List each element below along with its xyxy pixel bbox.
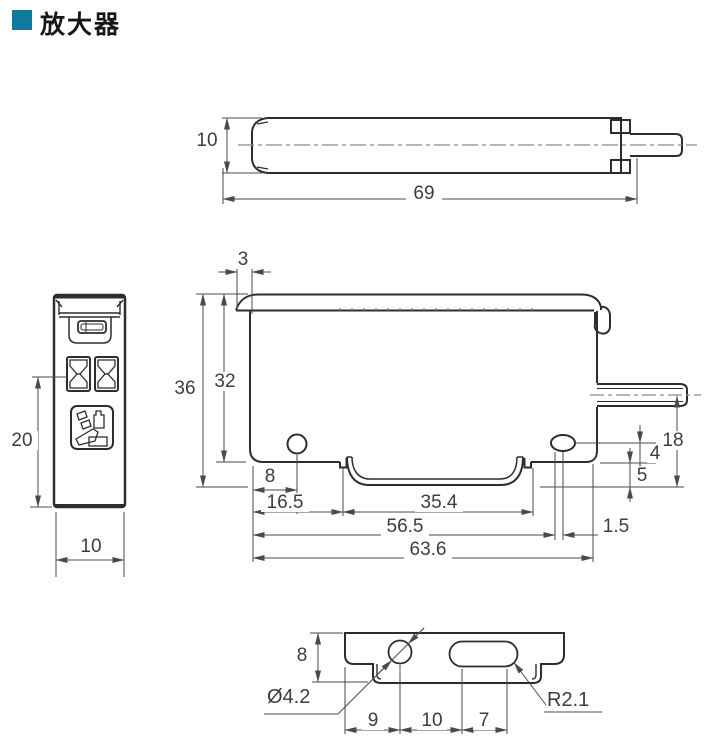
dim-bottom-hole-to-slot: 10 — [417, 711, 447, 730]
dim-side-span: 20 — [6, 431, 38, 450]
dim-bottom-hole-diameter: Ø4.2 — [266, 686, 312, 708]
bottom-view-outline — [344, 632, 565, 684]
dim-front-rail-start: 16.5 — [261, 493, 309, 512]
dim-front-overall-length: 63.6 — [404, 540, 452, 559]
dim-front-hole-offset: 8 — [260, 467, 280, 486]
side-view-outline — [52, 293, 127, 509]
page-title: 放大器 — [40, 11, 122, 39]
dim-side-width: 10 — [75, 537, 107, 556]
section-bullet-icon — [12, 10, 32, 30]
dim-front-slot-to-bottom: 4 — [647, 444, 663, 463]
dim-front-overall-height: 36 — [169, 379, 201, 398]
section-header: 放大器 — [0, 0, 706, 40]
dim-top-length: 69 — [406, 184, 442, 203]
side-view-buttons — [66, 356, 119, 392]
dim-bottom-edge-to-hole: 9 — [362, 711, 384, 730]
bottom-view-dimensions — [264, 627, 602, 734]
front-view-outline — [235, 293, 688, 486]
dim-front-lid-overhang: 3 — [233, 250, 253, 269]
dim-top-height: 10 — [191, 131, 223, 150]
side-view-dimensions — [30, 376, 125, 577]
dim-front-rail-width: 35.4 — [415, 493, 463, 512]
dim-bottom-slot-radius: R2.1 — [546, 689, 591, 711]
dim-front-cable-height: 18 — [657, 431, 689, 450]
dim-bottom-slot-width: 7 — [473, 711, 495, 730]
dim-front-body-height: 32 — [209, 372, 241, 391]
front-view-dimensions — [196, 264, 684, 562]
dim-front-slot-center-offset: 1.5 — [598, 517, 634, 536]
dim-front-rail-depth: 5 — [634, 466, 650, 485]
side-view-connector-icon — [70, 405, 114, 450]
dim-bottom-height: 8 — [292, 646, 312, 665]
dim-front-slot-edge: 56.5 — [381, 517, 429, 536]
